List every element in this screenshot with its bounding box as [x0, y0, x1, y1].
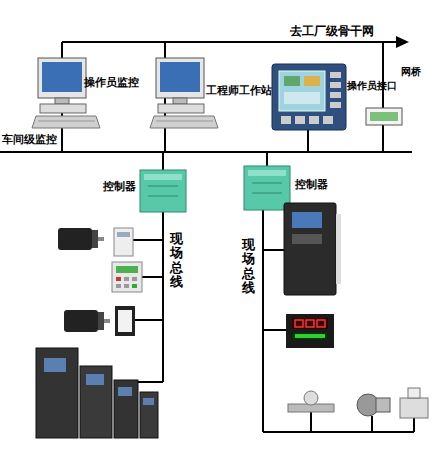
station-label: 操作员监控 — [84, 76, 139, 89]
node-text: 控制器 — [295, 178, 328, 191]
controller-box — [244, 166, 290, 210]
inverter-group — [36, 348, 158, 438]
node-text: 工程师工作站 — [206, 84, 272, 97]
fieldbus-label: 现场总线 — [242, 238, 255, 295]
level-label: 车间级监控 — [2, 133, 57, 146]
hmi-panel — [272, 64, 346, 130]
node-text: 控制器 — [103, 180, 136, 193]
valve — [400, 388, 428, 418]
node-text: 操作员接口 — [347, 80, 397, 92]
flow-meter — [288, 391, 334, 412]
node-text: 操作员监控 — [84, 76, 139, 89]
bridge-label: 网桥 — [401, 66, 421, 78]
controller-label: 控制器 — [295, 178, 328, 191]
network-label: 去工厂级骨干网 — [290, 24, 374, 38]
controller-label: 控制器 — [103, 180, 136, 193]
pump — [357, 394, 390, 416]
bridge-device — [366, 108, 402, 125]
computer-icon — [32, 58, 100, 128]
station-label: 工程师工作站 — [206, 84, 272, 97]
fieldbus-label: 现场总线 — [170, 232, 183, 289]
arrow-head — [396, 36, 409, 48]
servo-motor — [64, 306, 135, 336]
temperature-controller — [286, 314, 334, 348]
station-label: 操作员接口 — [347, 80, 397, 92]
keypad-device — [112, 262, 142, 292]
controller-box — [140, 170, 186, 212]
inverter — [284, 203, 341, 295]
node-text: 网桥 — [401, 66, 421, 78]
servo-motor — [58, 228, 133, 256]
